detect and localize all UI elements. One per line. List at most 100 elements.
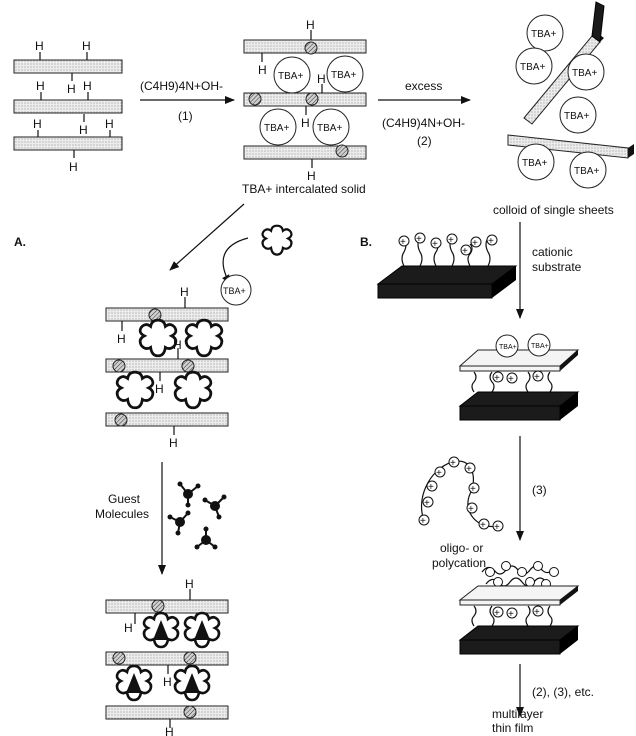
- h-label: H: [169, 436, 178, 450]
- repeat-steps-label: (2), (3), etc.: [532, 685, 594, 699]
- step-1-label: (1): [178, 109, 193, 123]
- colloid-single-sheets: TBA+ TBA+ TBA+ TBA+ TBA+ TBA+: [507, 1, 634, 189]
- svg-text:TBA+: TBA+: [572, 68, 597, 79]
- svg-text:TBA+: TBA+: [278, 71, 303, 82]
- positive-charge: + + +: [492, 370, 544, 385]
- svg-text:+: +: [432, 239, 438, 250]
- guest-label: Molecules: [95, 507, 149, 521]
- guest-loaded-solid-a: H H H H: [105, 577, 229, 736]
- anion-site: [248, 92, 262, 106]
- step-3-label: (3): [532, 483, 547, 497]
- svg-text:TBA+: TBA+: [331, 70, 356, 81]
- multilayer-label: thin film: [492, 721, 533, 735]
- colloid-caption: colloid of single sheets: [493, 203, 614, 217]
- excess-label: excess: [405, 79, 442, 93]
- svg-text:+: +: [448, 235, 454, 246]
- guest-molecule: [202, 494, 227, 520]
- positive-charge: + + +: [492, 605, 544, 620]
- svg-text:+: +: [468, 504, 474, 515]
- svg-text:TBA+: TBA+: [264, 123, 289, 134]
- tba-cation: TBA+: [567, 53, 605, 91]
- anion-site: [112, 359, 126, 373]
- svg-text:+: +: [416, 234, 422, 245]
- reagent-label: (C4H9)4N+OH-: [382, 116, 465, 130]
- svg-text:+: +: [534, 607, 540, 618]
- h-label: H: [83, 79, 92, 93]
- svg-text:+: +: [420, 516, 426, 527]
- layer-sheet: [105, 307, 229, 322]
- svg-text:TBA+: TBA+: [223, 286, 246, 296]
- tba-cation: TBA+: [312, 108, 350, 146]
- polycation-chain: + + + + + + + + + +: [418, 456, 504, 533]
- anion-site: [183, 651, 197, 665]
- guest-molecule: [177, 481, 201, 508]
- layer-sheet: [243, 92, 367, 107]
- h-label: H: [163, 675, 172, 689]
- h-label: H: [35, 39, 44, 53]
- h-label: H: [307, 169, 316, 183]
- tba-cation: TBA+: [515, 47, 553, 85]
- layered-solid: H H H H H H H H H: [13, 39, 123, 174]
- cationic-label: substrate: [532, 260, 582, 274]
- layer-sheet: [13, 99, 123, 114]
- polycation-label: oligo- or: [440, 541, 483, 555]
- layer-sheet: [105, 412, 229, 427]
- tba-cation: TBA+: [220, 274, 252, 306]
- cyclic-guest-molecule: [138, 318, 178, 358]
- h-label: H: [117, 332, 126, 346]
- svg-text:+: +: [534, 372, 540, 383]
- h-label: H: [67, 82, 76, 96]
- step-2-label: (2): [417, 134, 432, 148]
- h-label: H: [173, 338, 182, 352]
- guest-molecules: [167, 481, 227, 550]
- filled-cyclic-host: [142, 611, 180, 649]
- positive-charge: + + + + + + +: [398, 232, 498, 257]
- svg-text:+: +: [400, 237, 406, 248]
- svg-text:+: +: [466, 464, 472, 475]
- layer-sheet: [105, 705, 229, 720]
- cyclic-guest-molecule: [115, 370, 155, 410]
- svg-text:+: +: [494, 608, 500, 619]
- h-label: H: [258, 63, 267, 77]
- anion-site: [335, 144, 349, 158]
- anion-site: [305, 92, 319, 106]
- svg-text:TBA+: TBA+: [574, 166, 599, 177]
- svg-text:+: +: [424, 498, 430, 509]
- svg-text:+: +: [494, 522, 500, 533]
- multilayer-label: multilayer: [492, 707, 543, 721]
- h-label: H: [124, 621, 133, 635]
- svg-text:+: +: [436, 468, 442, 479]
- svg-text:+: +: [508, 609, 514, 620]
- second-layer-assembly: + + +: [458, 561, 580, 655]
- h-label: H: [105, 117, 114, 131]
- h-label: H: [79, 123, 88, 137]
- guest-molecule: [194, 526, 218, 550]
- polycation-label: polycation: [432, 556, 486, 570]
- anion-site: [151, 599, 165, 613]
- svg-text:+: +: [488, 236, 494, 247]
- svg-text:+: +: [494, 373, 500, 384]
- adsorbed-sheet: [458, 585, 580, 601]
- guest-molecule: [167, 510, 191, 536]
- svg-text:+: +: [470, 484, 476, 495]
- h-label: H: [165, 725, 174, 736]
- tba-cation: TBA+: [569, 151, 607, 189]
- tba-cation: TBA+: [259, 108, 297, 146]
- layer-sheet: [13, 136, 123, 151]
- cationic-label: cationic: [532, 245, 573, 259]
- svg-text:+: +: [428, 482, 434, 493]
- exfoliated-sheet: [507, 134, 634, 159]
- tba-cation: TBA+: [495, 334, 519, 358]
- layer-sheet: [13, 59, 123, 74]
- svg-text:+: +: [480, 520, 486, 531]
- positive-charge: [485, 561, 559, 589]
- tba-cation: TBA+: [517, 143, 555, 181]
- anion-site: [181, 359, 195, 373]
- tba-cation: TBA+: [559, 96, 597, 134]
- h-label: H: [180, 285, 189, 299]
- intercalated-solid-caption: TBA+ intercalated solid: [242, 182, 366, 196]
- section-a-label: A.: [14, 235, 26, 249]
- h-label: H: [301, 116, 310, 130]
- h-label: H: [185, 577, 194, 591]
- svg-text:TBA+: TBA+: [520, 62, 545, 73]
